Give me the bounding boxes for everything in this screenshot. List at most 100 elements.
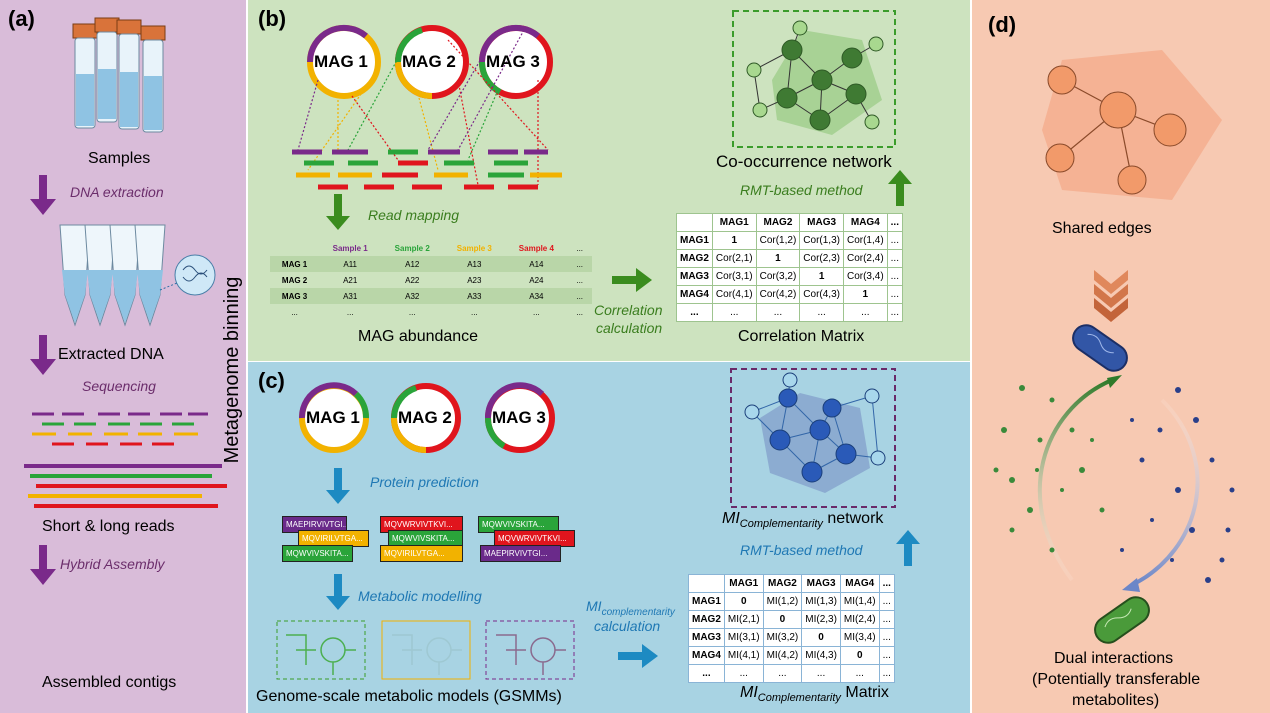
matrix-cell: 0 xyxy=(839,646,880,665)
abundance-cell: A11 xyxy=(343,259,357,269)
matrix-cell: ... xyxy=(878,664,895,683)
matrix-cell: MI(3,4) xyxy=(839,628,880,647)
matrix-cell: Cor(4,2) xyxy=(755,285,801,304)
protein-prediction-label: Protein prediction xyxy=(370,474,479,490)
gsmm-illustrations xyxy=(276,620,575,680)
samples-caption: Samples xyxy=(88,150,151,167)
metagenome-binning-label: Metagenome binning xyxy=(221,276,243,464)
abundance-cell: A13 xyxy=(467,259,482,269)
abundance-cell: ... xyxy=(408,307,416,317)
matrix-cell: MAG3 xyxy=(676,267,713,286)
arrow-down-icon xyxy=(30,335,56,375)
matrix-header-cell: ... xyxy=(878,574,895,593)
matrix-cell: ... xyxy=(762,664,803,683)
arrow-right-icon xyxy=(612,268,652,292)
arrow-down-icon xyxy=(326,194,350,230)
protein-sequence: MAEPIRVIVTGI... xyxy=(480,545,561,562)
matrix-cell: MAG1 xyxy=(676,231,713,250)
sequencing-label: Sequencing xyxy=(82,378,156,394)
shared-edges-caption: Shared edges xyxy=(1052,220,1152,237)
arrow-down-icon xyxy=(326,574,350,610)
abundance-header-cell: Sample 1 xyxy=(332,243,368,253)
mi-matrix-caption-sub: Complementarity xyxy=(757,692,841,705)
panel-c: (c) MAG 1 MAG 2 MAG 3 Protein prediction… xyxy=(248,362,970,713)
mi-network-caption-rest: network xyxy=(822,510,884,527)
chevron-down-icon xyxy=(1094,270,1128,322)
dual-interactions-illustration xyxy=(993,324,1235,644)
matrix-header-cell: MAG3 xyxy=(801,574,841,593)
dual-interactions-caption-3: metabolites) xyxy=(1072,692,1160,709)
matrix-cell: MI(4,2) xyxy=(762,646,803,665)
matrix-cell: ... xyxy=(799,303,844,322)
matrix-cell: ... xyxy=(878,592,895,611)
matrix-cell: MI(3,2) xyxy=(762,628,803,647)
matrix-header-cell: MAG1 xyxy=(723,574,764,593)
abundance-cell: A32 xyxy=(405,291,420,301)
matrix-cell: Cor(2,1) xyxy=(711,249,757,268)
matrix-cell: MAG4 xyxy=(676,285,713,304)
abundance-cell: MAG 3 xyxy=(281,291,308,301)
abundance-cell: A24 xyxy=(529,275,544,285)
abundance-header-cell: Sample 3 xyxy=(456,243,492,253)
matrix-cell: MI(4,1) xyxy=(723,646,764,665)
arrow-up-icon xyxy=(896,530,920,566)
matrix-cell: 1 xyxy=(842,285,888,304)
abundance-cell: MAG 1 xyxy=(281,259,308,269)
matrix-cell: ... xyxy=(755,303,801,322)
mi-matrix-caption-mi: MI xyxy=(740,684,758,701)
abundance-cell: A23 xyxy=(467,275,482,285)
mag-3-label: MAG 3 xyxy=(486,52,540,71)
matrix-cell: Cor(2,3) xyxy=(799,249,844,268)
matrix-cell: 1 xyxy=(711,231,757,250)
panel-d-label: (d) xyxy=(988,12,1017,37)
short-reads-illustration xyxy=(32,412,208,446)
mi-calculation-label-2: calculation xyxy=(594,618,661,634)
hybrid-assembly-label: Hybrid Assembly xyxy=(60,556,165,572)
matrix-cell: Cor(3,4) xyxy=(842,267,888,286)
long-reads-illustration xyxy=(24,464,227,508)
correlation-matrix-caption: Correlation Matrix xyxy=(738,328,865,345)
shared-edges-network xyxy=(1042,50,1222,200)
dna-extraction-label: DNA extraction xyxy=(70,184,164,200)
panel-a: (a) Samples DNA extraction xyxy=(0,0,246,713)
matrix-cell: Cor(3,2) xyxy=(755,267,801,286)
mi-network-caption-mi: MI xyxy=(722,510,740,527)
mi-calculation-sub: complementarity xyxy=(601,606,675,618)
matrix-cell: ... xyxy=(878,646,895,665)
matrix-cell: Cor(4,1) xyxy=(711,285,757,304)
mi-matrix-caption-rest: Matrix xyxy=(840,684,889,701)
rmt-method-label-c: RMT-based method xyxy=(740,542,863,558)
metabolic-modelling-label: Metabolic modelling xyxy=(358,588,482,604)
matrix-cell: MI(2,1) xyxy=(723,610,764,629)
panel-d: (d) Shared edges xyxy=(972,0,1270,713)
abundance-header-cell: Sample 2 xyxy=(394,243,430,253)
abundance-cell: ... xyxy=(576,259,584,269)
matrix-header-cell: MAG2 xyxy=(755,213,801,232)
matrix-header-cell: MAG2 xyxy=(762,574,803,593)
abundance-cell: A21 xyxy=(343,275,358,285)
matrix-cell: ... xyxy=(886,231,904,250)
abundance-cell: A14 xyxy=(529,259,544,269)
assembled-contigs-illustration xyxy=(20,593,230,659)
mi-network-caption-sub: Complementarity xyxy=(739,518,823,531)
matrix-cell: 1 xyxy=(755,249,801,268)
matrix-cell: MAG1 xyxy=(688,592,725,611)
abundance-cell: ... xyxy=(470,307,478,317)
matrix-cell: ... xyxy=(886,285,904,304)
mi-matrix-caption: MIComplementarity Matrix xyxy=(740,684,889,704)
matrix-cell: MI(1,3) xyxy=(801,592,841,611)
protein-sequence: MQVIRILVTGA... xyxy=(380,545,463,562)
panel-b: (b) xyxy=(248,0,970,361)
assembled-contigs-caption: Assembled contigs xyxy=(42,674,177,691)
cooccurrence-network-caption: Co-occurrence network xyxy=(716,152,892,171)
mag-circles-c xyxy=(298,382,555,453)
read-mapping-label: Read mapping xyxy=(368,207,460,223)
mag-2-label: MAG 2 xyxy=(402,52,456,71)
matrix-header-cell: MAG3 xyxy=(799,213,844,232)
abundance-cell: ... xyxy=(576,307,584,317)
abundance-cell: A22 xyxy=(405,275,420,285)
matrix-cell: ... xyxy=(886,267,904,286)
abundance-cell: ... xyxy=(576,291,584,301)
rmt-method-label-b: RMT-based method xyxy=(740,182,863,198)
arrow-up-icon xyxy=(888,170,912,206)
